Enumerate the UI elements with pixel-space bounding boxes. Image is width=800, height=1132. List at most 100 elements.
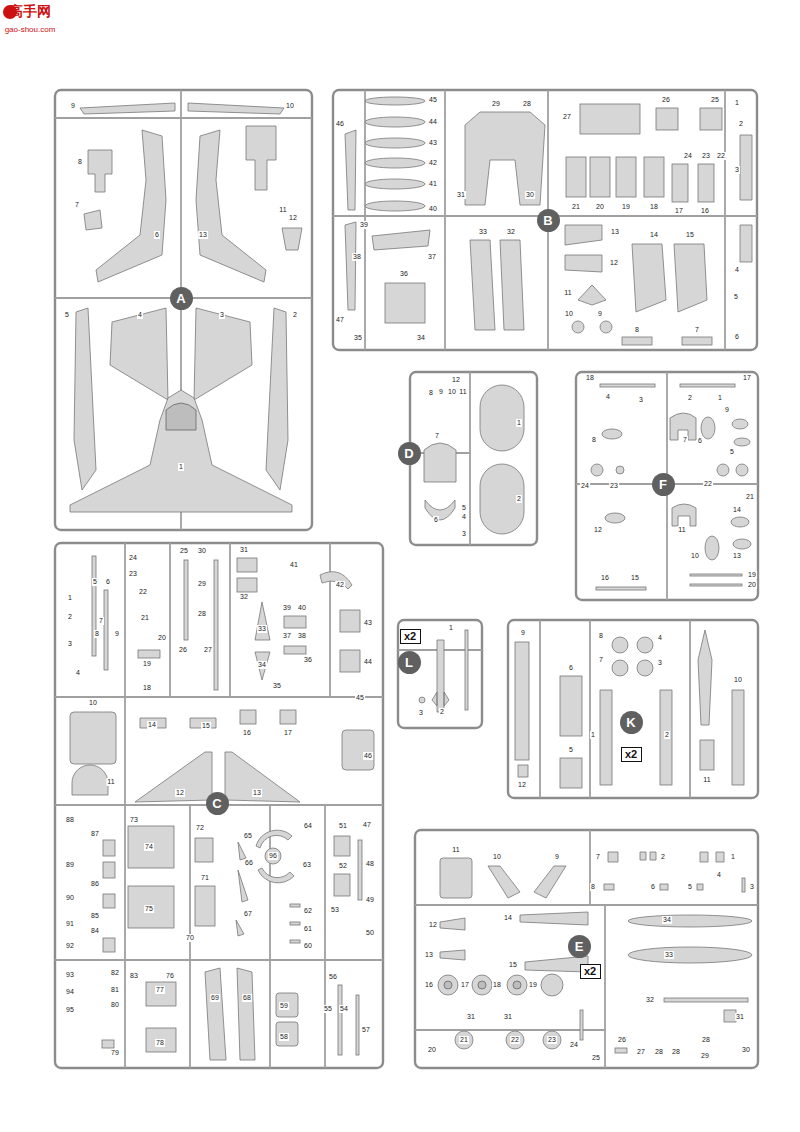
part-shape [70, 97, 752, 1060]
sprue-letter: K [620, 711, 643, 734]
part-shape [290, 940, 300, 943]
part-number: 12 [288, 214, 298, 222]
part-shape [480, 464, 524, 534]
part-number: 13 [424, 951, 434, 959]
part-shape [698, 164, 714, 202]
part-number: 31 [503, 1013, 513, 1021]
part-shape [440, 858, 472, 898]
part-number: 17 [742, 374, 752, 382]
part-number: 80 [110, 1001, 120, 1009]
part-number: 10 [733, 676, 743, 684]
part-number: 37 [282, 632, 292, 640]
part-shape [365, 117, 425, 127]
part-number: 7 [694, 326, 700, 334]
part-shape [205, 968, 226, 1060]
part-shape [680, 384, 735, 387]
part-number: 9 [114, 630, 120, 638]
watermark: 高手网 [8, 3, 52, 19]
part-number: 8 [428, 389, 434, 397]
part-number: 30 [197, 547, 207, 555]
part-number: 23 [547, 1036, 557, 1044]
part-number: 15 [201, 722, 211, 730]
part-number: 58 [279, 1033, 289, 1041]
part-number: 17 [460, 981, 470, 989]
part-number: 42 [428, 159, 438, 167]
part-shape [700, 108, 722, 130]
sprue-letter-text: B [543, 213, 552, 228]
part-shape [541, 974, 563, 996]
part-shape [472, 975, 492, 995]
part-number: 1 [67, 594, 73, 602]
part-shape [565, 225, 602, 245]
part-shape [432, 640, 449, 712]
part-shape [660, 690, 672, 785]
part-number: 20 [427, 1046, 437, 1054]
part-number: 6 [734, 333, 740, 341]
part-number: 73 [129, 816, 139, 824]
part-number: 22 [510, 1036, 520, 1044]
part-number: 24 [569, 1041, 579, 1049]
part-shape [194, 308, 252, 400]
part-shape [602, 429, 622, 439]
part-shape [700, 740, 714, 770]
part-number: 19 [747, 571, 757, 579]
part-number: 52 [338, 862, 348, 870]
part-number: 11 [451, 846, 460, 854]
part-number: 5 [568, 746, 574, 754]
part-shape [276, 1022, 298, 1046]
part-number: 44 [363, 658, 373, 666]
part-shape [110, 308, 168, 400]
part-number: 15 [685, 231, 695, 239]
part-number: 18 [142, 684, 152, 692]
part-number: 9 [438, 388, 444, 396]
part-number: 78 [155, 1039, 165, 1047]
part-number: 7 [434, 432, 440, 440]
part-number: 27 [562, 113, 572, 121]
part-number: 31 [735, 1013, 745, 1021]
part-shape [103, 862, 115, 878]
part-number: 31 [466, 1013, 476, 1021]
part-number: 20 [747, 581, 757, 589]
part-number: 60 [303, 942, 313, 950]
part-number: 33 [664, 951, 674, 959]
part-number: 8 [598, 632, 604, 640]
part-shape [246, 126, 276, 190]
part-shape [135, 752, 212, 802]
part-number: 2 [687, 394, 693, 402]
part-number: 6 [697, 437, 703, 445]
part-number: 45 [355, 694, 365, 702]
part-number: 1 [730, 853, 736, 861]
part-number: 84 [90, 927, 100, 935]
part-number: 81 [110, 986, 120, 994]
part-number: 36 [399, 270, 409, 278]
part-number: 2 [439, 708, 445, 716]
part-number: 6 [650, 883, 656, 891]
part-shape [660, 884, 668, 890]
part-number: 70 [185, 934, 195, 942]
part-number: 57 [361, 1026, 371, 1034]
part-shape [560, 676, 582, 736]
sprue-frame [55, 543, 383, 1068]
part-shape [488, 866, 520, 898]
part-number: 54 [339, 1005, 349, 1013]
part-number: 28 [701, 1036, 711, 1044]
part-number: 14 [147, 721, 157, 729]
part-shape [96, 130, 166, 282]
part-number: 62 [303, 907, 313, 915]
part-shape [284, 616, 306, 628]
part-number: 3 [67, 640, 73, 648]
part-shape [600, 321, 612, 333]
part-number: 43 [428, 139, 438, 147]
part-number: 22 [716, 152, 726, 160]
part-number: 20 [157, 634, 167, 642]
part-shape [365, 158, 425, 168]
part-number: 3 [219, 311, 225, 319]
part-shape [103, 938, 115, 952]
part-number: 9 [597, 310, 603, 318]
part-number: 1 [717, 394, 723, 402]
part-number: 10 [88, 699, 98, 707]
sprue-letter: F [652, 473, 675, 496]
part-shape [480, 385, 524, 451]
part-shape [146, 982, 176, 1006]
